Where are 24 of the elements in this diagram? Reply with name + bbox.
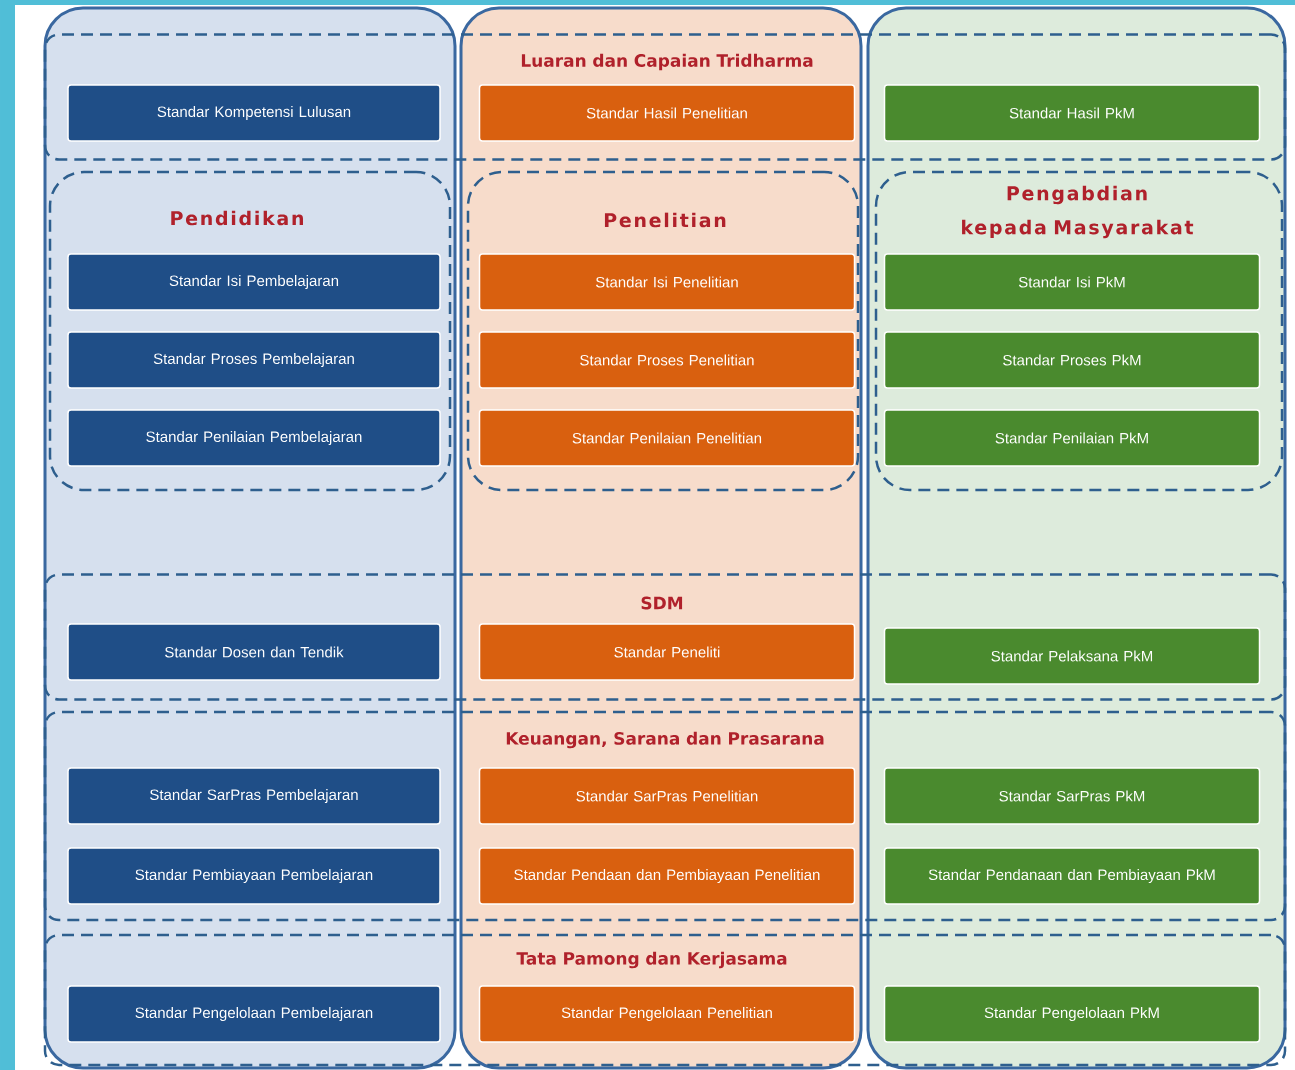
standard-box: Standar Isi PkM [883,253,1261,311]
standard-box: Standar Proses Penelitian [478,331,856,389]
standard-box: Standar Isi Pembelajaran [67,253,441,311]
standard-box: Standar Pengelolaan PkM [883,985,1261,1043]
standard-box: Standar Pengelolaan Penelitian [478,985,856,1043]
standard-box: Standar SarPras PkM [883,767,1261,825]
standard-box: Standar Penilaian Penelitian [478,409,856,467]
standard-box: Standar SarPras Penelitian [478,767,856,825]
standard-box: Standar Dosen dan Tendik [67,623,441,681]
standard-box: Standar Pendaan dan Pembiayaan Penelitian [478,847,856,905]
standard-box: Standar Proses PkM [883,331,1261,389]
standard-box: Standar Pendanaan dan Pembiayaan PkM [883,847,1261,905]
standard-box: Standar Proses Pembelajaran [67,331,441,389]
standard-box: Standar Peneliti [478,623,856,681]
standard-box: Standar Penilaian Pembelajaran [67,409,441,467]
standard-box: Standar Pembiayaan Pembelajaran [67,847,441,905]
standard-box: Standar Kompetensi Lulusan [67,84,441,142]
standard-box: Standar Hasil PkM [883,84,1261,142]
standard-box: Standar Pelaksana PkM [883,627,1261,685]
standard-box: Standar Penilaian PkM [883,409,1261,467]
standard-box: Standar Isi Penelitian [478,253,856,311]
standard-box: Standar SarPras Pembelajaran [67,767,441,825]
standard-box: Standar Hasil Penelitian [478,84,856,142]
standard-box: Standar Pengelolaan Pembelajaran [67,985,441,1043]
